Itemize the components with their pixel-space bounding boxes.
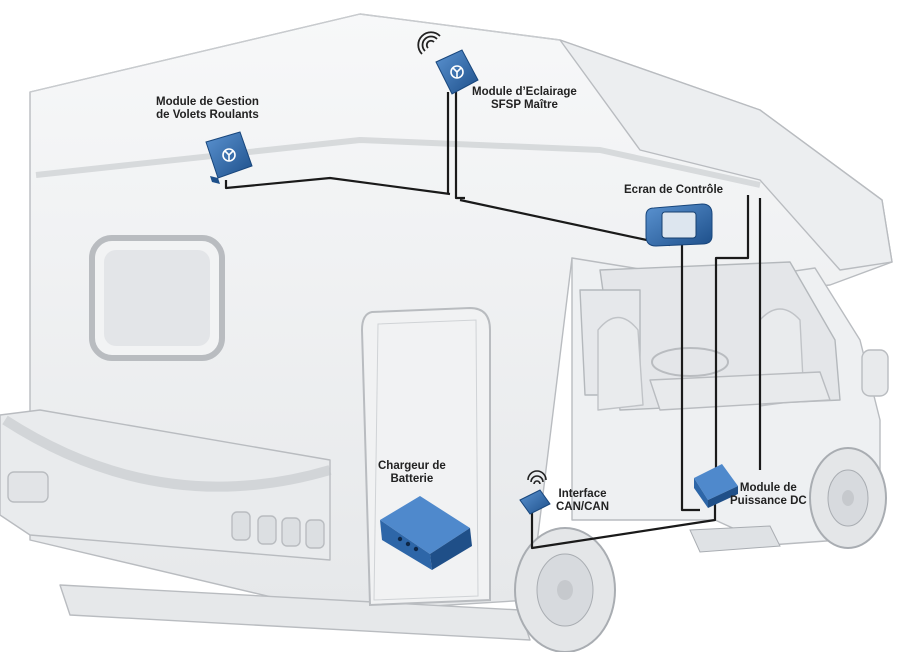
front-wheel (809, 447, 887, 549)
can-bus-wiring (224, 92, 762, 550)
module-logo-icon (450, 65, 464, 79)
label-line: Interface (558, 488, 607, 500)
rear-wheel (514, 527, 616, 652)
dc-power-module (694, 464, 738, 508)
label-can-interface: Interface CAN/CAN (556, 488, 609, 514)
lighting-master-module (417, 31, 479, 95)
control-screen (645, 203, 713, 247)
wireless-signal-icon (417, 31, 441, 55)
label-line: Module de Gestion (156, 96, 259, 108)
module-logo-icon (222, 148, 236, 162)
label-line: Batterie (390, 473, 434, 485)
shutter-management-module (205, 131, 253, 184)
wireless-signal-icon (527, 470, 547, 485)
battery-charger (380, 496, 472, 570)
entry-step (689, 525, 781, 553)
label-dc-power-module: Module de Puissance DC (730, 482, 807, 508)
label-line: Chargeur de (378, 460, 446, 472)
label-line: SFSP Maître (490, 99, 558, 111)
label-line: de Volets Roulants (156, 109, 259, 121)
label-lighting-master-module: Module d’Eclairage SFSP Maître (472, 86, 577, 112)
label-battery-charger: Chargeur de Batterie (378, 460, 446, 486)
label-line: CAN/CAN (556, 501, 610, 513)
can-interface-module (519, 470, 551, 515)
label-line: Puissance DC (730, 495, 807, 507)
label-shutter-management-module: Module de Gestion de Volets Roulants (156, 96, 259, 122)
label-control-screen: Ecran de Contrôle (624, 184, 723, 197)
side-window (89, 235, 225, 361)
label-line: Module d’Eclairage (472, 86, 577, 98)
label-line: Module de (739, 482, 797, 494)
label-line: Ecran de Contrôle (624, 184, 724, 196)
